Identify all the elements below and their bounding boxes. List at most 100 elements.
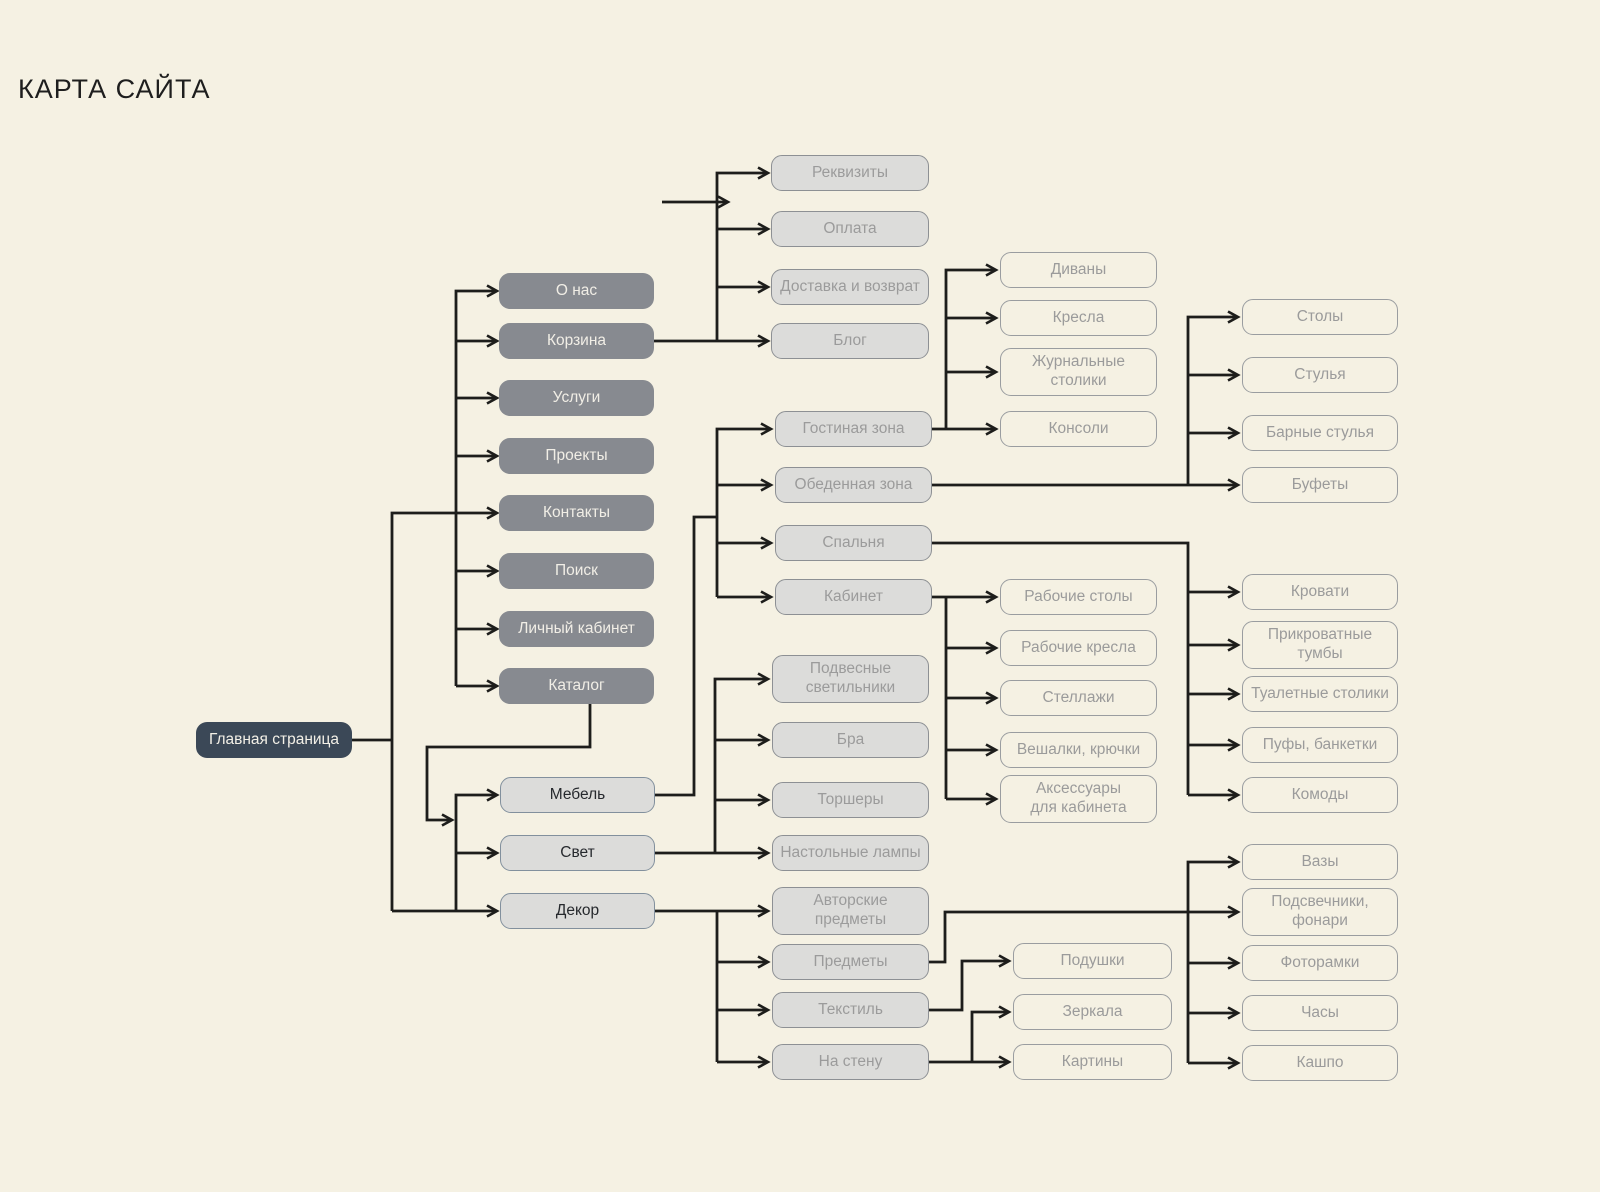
node-proekty[interactable]: Проекты (499, 438, 654, 474)
node-label: Реквизиты (812, 163, 888, 181)
node-komody[interactable]: Комоды (1242, 777, 1398, 813)
node-dostavka-i-vozvrat[interactable]: Доставка и возврат (771, 269, 929, 305)
node-label: Свет (560, 843, 595, 861)
node-label: О нас (555, 281, 598, 299)
node-label: Рабочие столы (1024, 587, 1133, 605)
node-tualetnye-stoliki[interactable]: Туалетные столики (1242, 676, 1398, 712)
node-stoly[interactable]: Столы (1242, 299, 1398, 335)
node-label: Диваны (1050, 260, 1107, 278)
connector-line (932, 541, 1190, 795)
node-torshery[interactable]: Торшеры (772, 782, 929, 818)
node-divany[interactable]: Диваны (1000, 252, 1157, 288)
connector-line (929, 912, 1238, 964)
node-kresla[interactable]: Кресла (1000, 300, 1157, 336)
node-label: Прикроватные тумбы (1267, 626, 1373, 662)
node-label: Кабинет (824, 587, 883, 605)
node-label: Туалетные столики (1251, 684, 1389, 702)
node-avtorskie-predmety[interactable]: Авторские предметы (772, 887, 929, 935)
node-stulya[interactable]: Стулья (1242, 357, 1398, 393)
node-zerkala[interactable]: Зеркала (1013, 994, 1172, 1030)
node-prikrovatnye-tumby[interactable]: Прикроватные тумбы (1242, 621, 1398, 669)
node-label: Рабочие кресла (1021, 638, 1136, 656)
node-bufety[interactable]: Буфеты (1242, 467, 1398, 503)
node-mebel[interactable]: Мебель (500, 777, 655, 813)
connector-line (1186, 317, 1238, 485)
node-vazy[interactable]: Вазы (1242, 844, 1398, 880)
node-label: Оплата (823, 219, 877, 237)
node-rabochie-stoly[interactable]: Рабочие столы (1000, 579, 1157, 615)
node-podvesnye-svetilniki[interactable]: Подвесные светильники (772, 655, 929, 703)
node-krovati[interactable]: Кровати (1242, 574, 1398, 610)
node-podsvechniki-fonari[interactable]: Подсвечники, фонари (1242, 888, 1398, 936)
node-rekvizity[interactable]: Реквизиты (771, 155, 929, 191)
node-label: Столы (1296, 307, 1344, 325)
node-label: Бра (836, 730, 865, 748)
node-label: Картины (1061, 1052, 1124, 1070)
node-stellazhi[interactable]: Стеллажи (1000, 680, 1157, 716)
node-podushki[interactable]: Подушки (1013, 943, 1172, 979)
node-rabochie-kresla[interactable]: Рабочие кресла (1000, 630, 1157, 666)
node-label: Гостиная зона (802, 419, 905, 437)
node-na-stenu[interactable]: На стену (772, 1044, 929, 1080)
connector-line (715, 173, 768, 341)
node-label: Каталог (548, 676, 605, 694)
node-label: Зеркала (1062, 1002, 1123, 1020)
node-label: Стулья (1294, 365, 1346, 383)
node-glavnaya-stranitsa[interactable]: Главная страница (196, 722, 352, 758)
node-label: Авторские предметы (813, 892, 888, 928)
node-label: Часы (1301, 1003, 1339, 1021)
node-label: Пуфы, банкетки (1262, 735, 1378, 753)
node-oplata[interactable]: Оплата (771, 211, 929, 247)
node-o-nas[interactable]: О нас (499, 273, 654, 309)
node-lichnyy-kabinet[interactable]: Личный кабинет (499, 611, 654, 647)
node-label: Мебель (549, 785, 606, 803)
node-label: Кашпо (1296, 1053, 1344, 1071)
node-tekstil[interactable]: Текстиль (772, 992, 929, 1028)
node-aksessuary-dlya-kabineta[interactable]: Аксессуары для кабинета (1000, 775, 1157, 823)
node-label: Комоды (1291, 785, 1349, 803)
node-label: Аксессуары для кабинета (1030, 780, 1127, 816)
node-label: Поиск (555, 561, 598, 579)
node-label: Предметы (813, 952, 888, 970)
node-spalnya[interactable]: Спальня (775, 525, 932, 561)
node-nastolnye-lampy[interactable]: Настольные лампы (772, 835, 929, 871)
node-label: Кресла (1052, 308, 1105, 326)
node-label: Буфеты (1291, 475, 1349, 493)
node-obedennaya-zona[interactable]: Обеденная зона (775, 467, 932, 503)
node-fotoramki[interactable]: Фоторамки (1242, 945, 1398, 981)
node-katalog[interactable]: Каталог (499, 668, 654, 704)
node-veshalki-kryuchki[interactable]: Вешалки, крючки (1000, 732, 1157, 768)
node-label: На стену (818, 1052, 883, 1070)
node-uslugi[interactable]: Услуги (499, 380, 654, 416)
node-kabinet[interactable]: Кабинет (775, 579, 932, 615)
connector-line (454, 291, 497, 686)
node-dekor[interactable]: Декор (500, 893, 655, 929)
node-label: Контакты (543, 503, 610, 521)
node-gostinaya-zona[interactable]: Гостиная зона (775, 411, 932, 447)
node-kartiny[interactable]: Картины (1013, 1044, 1172, 1080)
connector-line (390, 513, 497, 911)
node-svet[interactable]: Свет (500, 835, 655, 871)
node-blog[interactable]: Блог (771, 323, 929, 359)
connector-line (713, 679, 768, 853)
node-label: Услуги (552, 388, 601, 406)
node-pufy-banketki[interactable]: Пуфы, банкетки (1242, 727, 1398, 763)
node-kashpo[interactable]: Кашпо (1242, 1045, 1398, 1081)
node-poisk[interactable]: Поиск (499, 553, 654, 589)
node-label: Вазы (1301, 852, 1339, 870)
node-kontakty[interactable]: Контакты (499, 495, 654, 531)
connector-line (929, 961, 1009, 1012)
node-korzina[interactable]: Корзина (499, 323, 654, 359)
node-barnye-stulya[interactable]: Барные стулья (1242, 415, 1398, 451)
node-label: Стеллажи (1042, 688, 1115, 706)
node-chasy[interactable]: Часы (1242, 995, 1398, 1031)
node-label: Настольные лампы (780, 843, 921, 861)
node-predmety[interactable]: Предметы (772, 944, 929, 980)
node-bra[interactable]: Бра (772, 722, 929, 758)
node-label: Кровати (1290, 582, 1350, 600)
node-konsoli[interactable]: Консоли (1000, 411, 1157, 447)
node-zhurnalnye-stoliki[interactable]: Журнальные столики (1000, 348, 1157, 396)
connector-line (425, 704, 592, 820)
